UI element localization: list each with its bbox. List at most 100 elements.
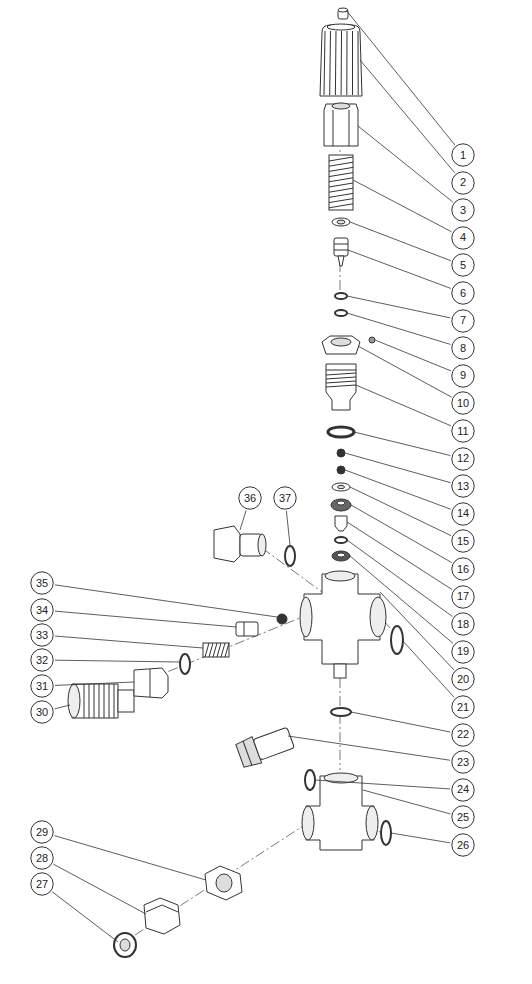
callout-circle: 21 [451, 695, 475, 719]
callout-number: 35 [30, 578, 54, 589]
leader-line [350, 222, 451, 261]
callout-number: 23 [451, 757, 475, 768]
callout-circle: 13 [451, 474, 475, 498]
callout-circle: 29 [30, 820, 54, 844]
leader-line [353, 180, 451, 232]
callout-circle: 2 [451, 171, 475, 195]
callout-circle: 7 [451, 309, 475, 333]
callout-number: 32 [30, 655, 54, 666]
callout-number: 17 [451, 591, 475, 602]
callout-circle: 14 [451, 502, 475, 526]
leader-line [391, 833, 450, 843]
callout-circle: 26 [451, 833, 475, 857]
callout-number: 13 [451, 481, 475, 492]
callout-number: 37 [273, 493, 297, 504]
leader-line [55, 636, 203, 648]
callout-number: 29 [30, 827, 54, 838]
leader-line [55, 585, 277, 617]
callout-circle: 25 [451, 805, 475, 829]
callout-number: 3 [451, 205, 475, 216]
callout-number: 16 [451, 564, 475, 575]
leader-line [286, 511, 290, 545]
callout-circle: 4 [451, 226, 475, 250]
leader-line [55, 705, 70, 709]
leader-line [346, 10, 455, 145]
callout-circle: 12 [451, 447, 475, 471]
leader-line [52, 892, 118, 942]
callout-number: 20 [451, 674, 475, 685]
callout-circle: 30 [30, 700, 54, 724]
leader-line [54, 836, 206, 880]
leader-line [375, 340, 451, 371]
callout-number: 24 [451, 784, 475, 795]
callout-circle: 8 [451, 336, 475, 360]
leader-line [347, 296, 450, 318]
callout-circle: 6 [451, 281, 475, 305]
callout-circle: 33 [30, 623, 54, 647]
leader-line [55, 611, 236, 627]
callout-circle: 18 [451, 612, 475, 636]
leader-line [345, 470, 451, 509]
callout-circle: 27 [30, 872, 54, 896]
callout-number: 27 [30, 879, 54, 890]
callout-circle: 5 [451, 253, 475, 277]
callout-circle: 23 [451, 750, 475, 774]
callout-circle: 20 [451, 667, 475, 691]
callout-circle: 1 [451, 143, 475, 167]
leader-line [345, 453, 450, 483]
callout-number: 33 [30, 630, 54, 641]
callout-number: 30 [30, 707, 54, 718]
leader-line [380, 592, 454, 670]
callout-circle: 37 [273, 486, 297, 510]
leader-line [347, 522, 452, 590]
callout-number: 36 [238, 493, 262, 504]
callout-number: 19 [451, 646, 475, 657]
callout-circle: 10 [451, 391, 475, 415]
callout-circle: 32 [30, 648, 54, 672]
callout-circle: 28 [30, 846, 54, 870]
callout-circle: 35 [30, 571, 54, 595]
callout-number: 25 [451, 812, 475, 823]
leader-line [288, 736, 450, 760]
callout-number: 6 [451, 288, 475, 299]
callout-circle: 22 [451, 723, 475, 747]
callout-number: 21 [451, 702, 475, 713]
callout-number: 1 [451, 150, 475, 161]
callout-circle: 24 [451, 778, 475, 802]
leader-line [347, 540, 452, 617]
callout-circle: 16 [451, 557, 475, 581]
leader-line [363, 790, 450, 814]
callout-number: 34 [30, 605, 54, 616]
callout-number: 11 [451, 426, 475, 437]
leader-line [356, 385, 451, 426]
callout-circle: 31 [30, 674, 54, 698]
leader-line [402, 640, 454, 697]
callout-number: 7 [451, 315, 475, 326]
leader-line [347, 313, 451, 344]
callout-circle: 9 [451, 364, 475, 388]
callout-circle: 3 [451, 198, 475, 222]
callout-number: 10 [451, 398, 475, 409]
leader-line [360, 60, 455, 173]
callout-circle: 15 [451, 529, 475, 553]
callout-circle: 36 [238, 486, 262, 510]
leader-line [350, 556, 453, 643]
callout-number: 5 [451, 260, 475, 271]
leader-line [358, 126, 453, 202]
leader-line [55, 660, 180, 662]
leader-line [55, 682, 134, 685]
callout-number: 31 [30, 681, 54, 692]
callout-number: 12 [451, 453, 475, 464]
leader-line [315, 780, 450, 789]
callout-circle: 17 [451, 585, 475, 609]
leader-line [348, 250, 451, 288]
callout-number: 22 [451, 729, 475, 740]
leader-line [358, 346, 452, 397]
callout-number: 28 [30, 853, 54, 864]
leader-line [350, 487, 451, 536]
callout-circle: 19 [451, 640, 475, 664]
leader-line [354, 432, 450, 456]
